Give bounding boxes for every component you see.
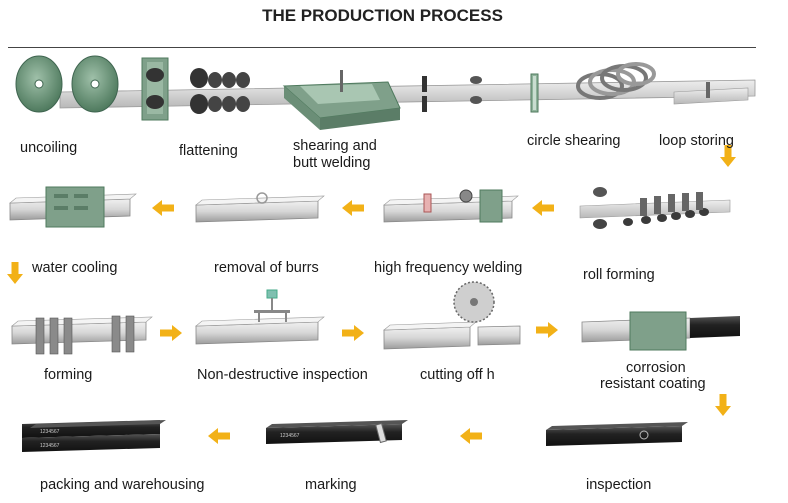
step-label-shearing-1: shearing and <box>293 138 377 154</box>
step-label-corrosion-2: resistant coating <box>600 376 706 392</box>
svg-text:1234567: 1234567 <box>40 443 60 449</box>
step-label-circle-shearing: circle shearing <box>527 133 621 149</box>
coating-unit <box>581 311 740 351</box>
step-label-cutting-off: cutting off h <box>420 367 495 383</box>
step-label-loop-storing: loop storing <box>659 133 734 149</box>
step-label-shearing-2: butt welding <box>293 155 371 171</box>
step-label-water-cooling: water cooling <box>32 260 118 276</box>
ndt-pipe <box>195 289 325 345</box>
step-label-hf-welding: high frequency welding <box>374 260 523 276</box>
roll-forming-rollers <box>579 187 731 229</box>
water-cooling-unit <box>9 186 137 228</box>
step-label-uncoiling: uncoiling <box>20 140 78 156</box>
step-label-removal-of-burrs: removal of burrs <box>214 260 319 276</box>
title-divider <box>8 47 756 48</box>
step-label-flattening: flattening <box>179 143 238 159</box>
uncoiling-coils <box>15 55 119 113</box>
loop-coil-icon <box>576 62 656 100</box>
page-title: THE PRODUCTION PROCESS <box>262 6 503 25</box>
inspection-pipe <box>546 422 688 446</box>
shear-weld-table-icon <box>282 70 401 130</box>
svg-text:1234567: 1234567 <box>40 429 60 435</box>
packed-pipes: 1234567 1234567 <box>22 420 166 452</box>
step-label-ndt: Non-destructive inspection <box>197 367 368 383</box>
marking-pipe: 1234567 <box>266 420 408 444</box>
hf-welding-unit <box>383 189 519 223</box>
shearing-knives <box>422 76 482 112</box>
step-label-roll-forming: roll forming <box>583 267 655 283</box>
forming-pipe <box>11 315 153 355</box>
loop-storing-strip <box>673 82 749 105</box>
circle-shear-icon <box>530 73 539 113</box>
removal-of-burrs-pipe <box>195 192 325 223</box>
step-label-marking: marking <box>305 477 357 493</box>
step-label-corrosion-1: corrosion <box>626 360 686 376</box>
svg-text:1234567: 1234567 <box>280 433 300 439</box>
cutting-off-pipe <box>383 281 521 350</box>
step-label-inspection: inspection <box>586 477 652 493</box>
step-label-packing: packing and warehousing <box>40 477 205 493</box>
step-label-forming: forming <box>44 367 93 383</box>
flattening-rollers <box>141 57 250 121</box>
